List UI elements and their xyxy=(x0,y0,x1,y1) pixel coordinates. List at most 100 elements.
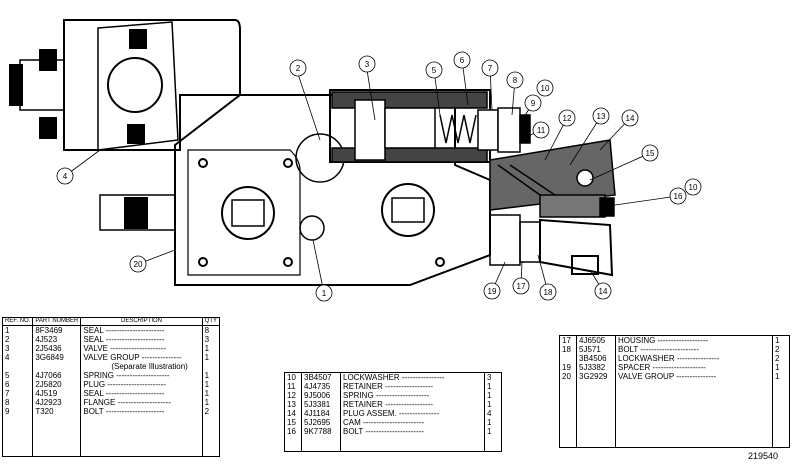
qty-cell: 2 xyxy=(772,345,790,354)
ref-cell: 2 xyxy=(1,335,33,344)
callout-label: 10 xyxy=(541,84,550,93)
upper-valve-body xyxy=(9,19,241,151)
callout-label: 16 xyxy=(674,192,683,201)
part-cell: 4J7066 xyxy=(32,371,81,380)
part-cell: 8F3469 xyxy=(32,325,81,335)
col-header-ref: REF. NO. xyxy=(1,317,33,326)
desc-cell: PLUG ---------------------- xyxy=(80,380,203,389)
part-cell: 4J1184 xyxy=(301,409,341,418)
part-cell: 3B4507 xyxy=(301,372,341,382)
col-header-desc: DESCRIPTION xyxy=(80,317,203,326)
qty-cell: 2 xyxy=(201,407,220,416)
callout-label: 14 xyxy=(626,114,635,123)
ref-cell: 16 xyxy=(284,427,302,436)
qty-cell: 3 xyxy=(201,335,220,344)
desc-cell: BOLT ---------------------- xyxy=(615,345,773,354)
part-cell: T320 xyxy=(32,407,81,416)
part-cell: 4J523 xyxy=(32,335,81,344)
desc-cell: SPACER -------------------- xyxy=(615,363,773,372)
callout-label: 11 xyxy=(537,126,546,135)
callout-label: 20 xyxy=(134,260,143,269)
qty-cell: 1 xyxy=(484,427,502,436)
cam-assembly xyxy=(489,139,616,277)
qty-cell: 4 xyxy=(484,409,502,418)
qty-cell xyxy=(201,362,220,371)
ref-cell: 7 xyxy=(1,389,33,398)
callout-label: 3 xyxy=(365,60,370,69)
callout-label: 19 xyxy=(488,287,497,296)
ref-cell: 5 xyxy=(1,371,33,380)
qty-cell: 1 xyxy=(772,372,790,381)
qty-cell: 1 xyxy=(484,400,502,409)
ref-cell: 9 xyxy=(1,407,33,416)
qty-cell: 2 xyxy=(772,354,790,363)
desc-cell: PLUG ASSEM. --------------- xyxy=(340,409,485,418)
callout-label: 8 xyxy=(513,76,518,85)
desc-cell: BOLT ---------------------- xyxy=(340,427,485,436)
part-cell: 5J3381 xyxy=(301,400,341,409)
desc-cell: VALVE GROUP --------------- xyxy=(80,353,203,362)
callout-label: 15 xyxy=(646,149,655,158)
ref-cell: 20 xyxy=(559,372,577,381)
table-row: (Separate Illustration) xyxy=(1,362,220,371)
part-cell xyxy=(32,362,81,371)
ref-cell: 11 xyxy=(284,382,302,391)
callouts: 2 3 5 6 7 8 9 10 11 12 13 14 15 16 10 4 … xyxy=(56,51,702,302)
part-cell: 4J519 xyxy=(32,389,81,398)
callout-label: 9 xyxy=(531,99,536,108)
ref-cell xyxy=(559,354,577,363)
desc-cell: SEAL ---------------------- xyxy=(80,325,203,335)
ref-cell: 4 xyxy=(1,353,33,362)
qty-cell: 8 xyxy=(201,325,220,335)
col-header-part: PART NUMBER xyxy=(32,317,81,326)
qty-cell: 1 xyxy=(484,391,502,400)
qty-cell: 1 xyxy=(484,382,502,391)
qty-cell: 1 xyxy=(201,353,220,362)
desc-cell: LOCKWASHER ---------------- xyxy=(340,372,485,382)
ref-cell: 6 xyxy=(1,380,33,389)
qty-cell: 1 xyxy=(201,371,220,380)
desc-cell: CAM ----------------------- xyxy=(340,418,485,427)
ref-cell: 3 xyxy=(1,344,33,353)
qty-cell: 1 xyxy=(201,344,220,353)
desc-cell: SPRING -------------------- xyxy=(80,371,203,380)
callout-label: 13 xyxy=(597,112,606,121)
desc-cell: FLANGE -------------------- xyxy=(80,398,203,407)
desc-cell: RETAINER ------------------ xyxy=(340,382,485,391)
desc-cell: VALVE --------------------- xyxy=(80,344,203,353)
ref-cell: 15 xyxy=(284,418,302,427)
part-cell: 3B4506 xyxy=(576,354,616,363)
callout-label: 6 xyxy=(460,56,465,65)
desc-cell: SPRING -------------------- xyxy=(340,391,485,400)
ref-cell: 8 xyxy=(1,398,33,407)
ref-cell: 14 xyxy=(284,409,302,418)
ref-cell: 10 xyxy=(284,372,302,382)
qty-cell: 1 xyxy=(201,380,220,389)
part-cell: 3G6849 xyxy=(32,353,81,362)
part-cell: 9K7788 xyxy=(301,427,341,436)
qty-cell: 1 xyxy=(772,363,790,372)
part-cell: 2J5436 xyxy=(32,344,81,353)
desc-cell: (Separate Illustration) xyxy=(80,362,203,371)
part-cell: 3G2929 xyxy=(576,372,616,381)
part-cell: 5J2695 xyxy=(301,418,341,427)
spool-section xyxy=(329,89,531,163)
callout-label: 17 xyxy=(517,282,526,291)
callout-label: 2 xyxy=(296,64,301,73)
main-valve-body xyxy=(99,94,491,286)
desc-cell: SEAL ---------------------- xyxy=(80,389,203,398)
qty-cell: 3 xyxy=(484,372,502,382)
